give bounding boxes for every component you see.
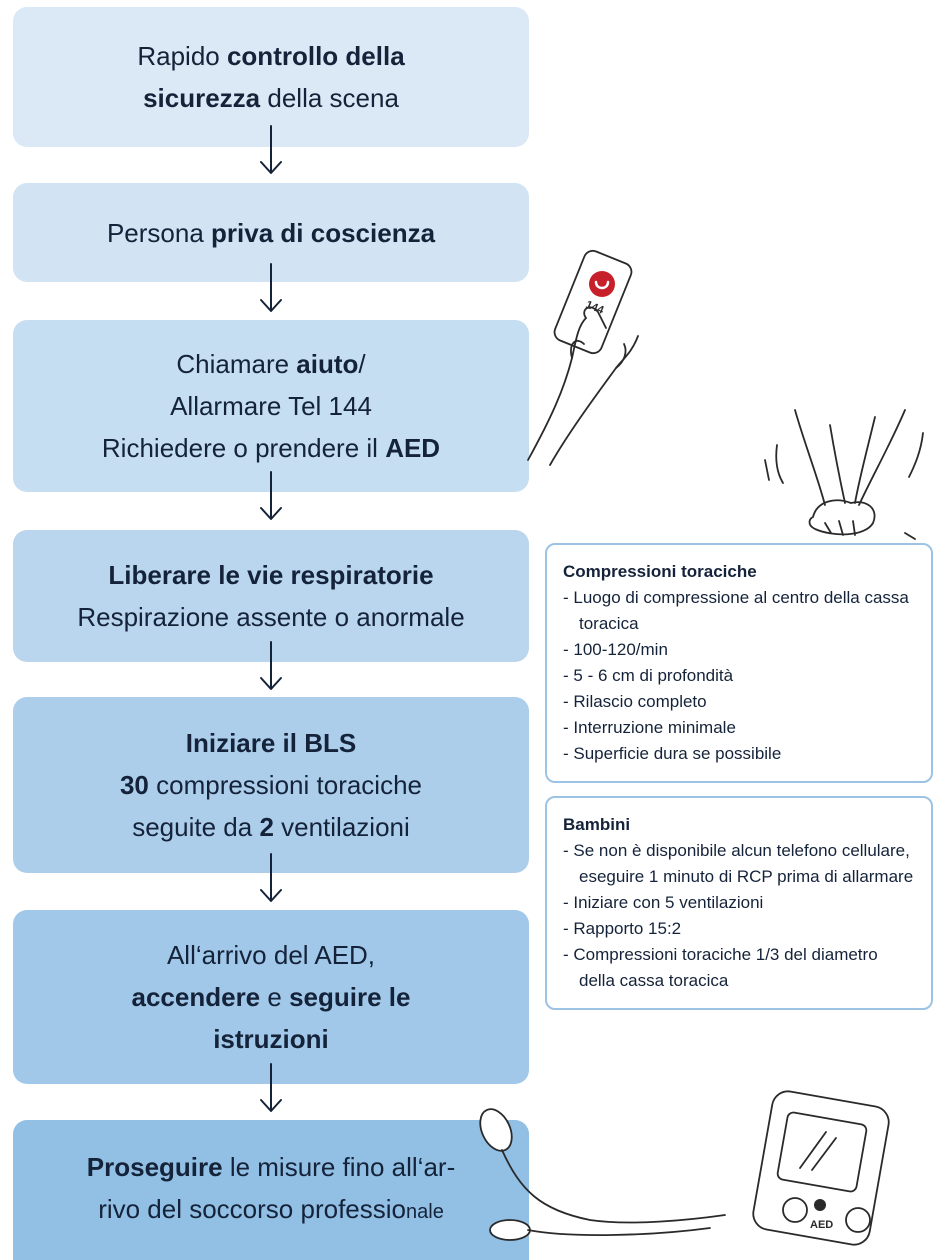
arrow-down-icon <box>260 471 282 520</box>
step-aed-arrival: All‘arrivo del AED, accendere e seguire l… <box>13 910 529 1084</box>
step-line: Richiedere o prendere il AED <box>101 433 441 463</box>
arrow-down-icon <box>260 125 282 174</box>
step-line: Allarmare Tel 144 <box>170 391 372 421</box>
step-line: accendere e seguire le <box>131 982 411 1012</box>
step-line: istruzioni <box>213 1024 329 1054</box>
phone-call-icon <box>589 271 615 297</box>
step-line: Iniziare il BLS <box>185 728 357 758</box>
list-item: Superficie dura se possibile <box>563 741 915 767</box>
note-title: Compressioni toraciche <box>563 562 757 581</box>
note-children: Bambini Se non è disponibile alcun telef… <box>545 796 933 1010</box>
aed-label: AED <box>810 1219 833 1231</box>
list-item: Interruzione minimale <box>563 715 915 741</box>
note-list: Se non è disponibile alcun telefono cell… <box>563 838 915 994</box>
hand-phone-illustration: 144 <box>527 249 639 466</box>
list-item: 5 - 6 cm di profondità <box>563 663 915 689</box>
step-line: 30 compressioni toraciche <box>119 770 423 800</box>
list-item: Luogo di compressione al centro della ca… <box>563 585 915 637</box>
note-chest-compressions: Compressioni toraciche Luogo di compress… <box>545 543 933 783</box>
cpr-hands-illustration <box>764 409 924 540</box>
list-item: Compressioni toraciche 1/3 del diametro … <box>563 942 915 994</box>
step-start-bls: Iniziare il BLS 30 compressioni toraciche… <box>13 697 529 873</box>
arrow-down-icon <box>260 641 282 690</box>
note-title: Bambini <box>563 815 631 834</box>
step-line: seguite da 2 ventilazioni <box>132 812 410 842</box>
step-safety-check: Rapido controllo della sicurezza della sc… <box>13 7 529 147</box>
arrow-down-icon <box>260 853 282 902</box>
list-item: Se non è disponibile alcun telefono cell… <box>563 838 915 890</box>
aed-power-icon <box>814 1199 826 1211</box>
step-line: Liberare le vie respiratorie <box>108 560 434 590</box>
arrow-down-icon <box>260 1063 282 1112</box>
step-line: Proseguire le misure fino all‘ar- <box>86 1152 456 1182</box>
step-line: All‘arrivo del AED, <box>166 940 376 970</box>
aed-device-illustration: AED <box>479 1090 890 1246</box>
step-line: rivo del soccorso professionale <box>98 1194 444 1224</box>
step-line: Chiamare aiuto/ <box>176 349 366 379</box>
note-list: Luogo di compressione al centro della ca… <box>563 585 915 767</box>
step-line: Respirazione assente o anormale <box>77 602 465 632</box>
step-continue: Proseguire le misure fino all‘ar-rivo de… <box>13 1120 529 1260</box>
arrow-down-icon <box>260 263 282 312</box>
list-item: 100-120/min <box>563 637 915 663</box>
step-line: Rapido controllo della <box>137 41 405 71</box>
list-item: Rapporto 15:2 <box>563 916 915 942</box>
list-item: Rilascio completo <box>563 689 915 715</box>
list-item: Iniziare con 5 ventilazioni <box>563 890 915 916</box>
step-line: Persona priva di coscienza <box>106 217 436 248</box>
step-line: sicurezza della scena <box>143 83 399 113</box>
